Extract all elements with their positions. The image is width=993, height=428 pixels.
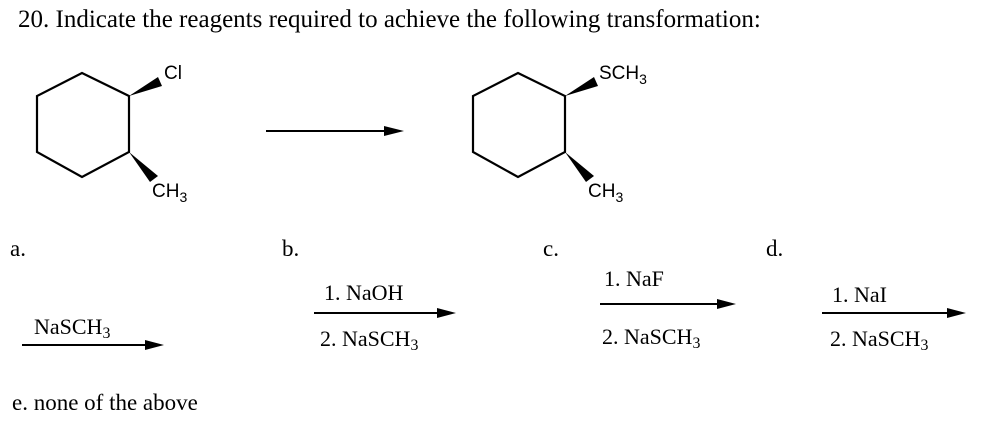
option-d-step2: 2. NaSCH3 [830,326,929,354]
option-a-letter: a. [10,236,26,261]
product-ch3-label: CH3 [588,181,623,205]
reactant-wedge-ch3 [129,152,158,182]
product-wedge-ch3 [565,152,594,182]
option-d-letter: d. [766,236,784,261]
option-d-step1: 1. NaI [832,282,887,307]
option-c-step2: 2. NaSCH3 [602,324,701,352]
option-b-step1: 1. NaOH [324,280,404,305]
option-d-arrow [822,308,966,318]
option-c-letter: c. [543,236,559,261]
product-wedge-sch3 [565,77,598,96]
option-e-text: e. none of the above [12,390,198,415]
question-prompt: Indicate the reagents required to achiev… [55,6,761,33]
question-text: 20. Indicate the reagents required to ac… [18,6,761,34]
option-c-step1: 1. NaF [604,266,664,291]
option-b-arrow [314,308,456,318]
transformation-arrow [266,126,404,136]
reactant-cyclohexane-ring [35,71,131,179]
product-cyclohexane-ring [471,71,567,179]
reactant-wedge-cl [129,77,162,96]
question-number: 20. [18,6,50,33]
option-b-letter: b. [282,236,300,261]
option-b-step2: 2. NaSCH3 [320,326,419,354]
option-a-reagent: NaSCH3 [34,314,111,342]
option-a-arrow [22,340,164,350]
reactant-cl-label: Cl [164,63,182,84]
option-c-arrow [600,299,736,309]
reactant-ch3-label: CH3 [152,181,187,205]
product-sch3-label: SCH3 [599,63,647,87]
